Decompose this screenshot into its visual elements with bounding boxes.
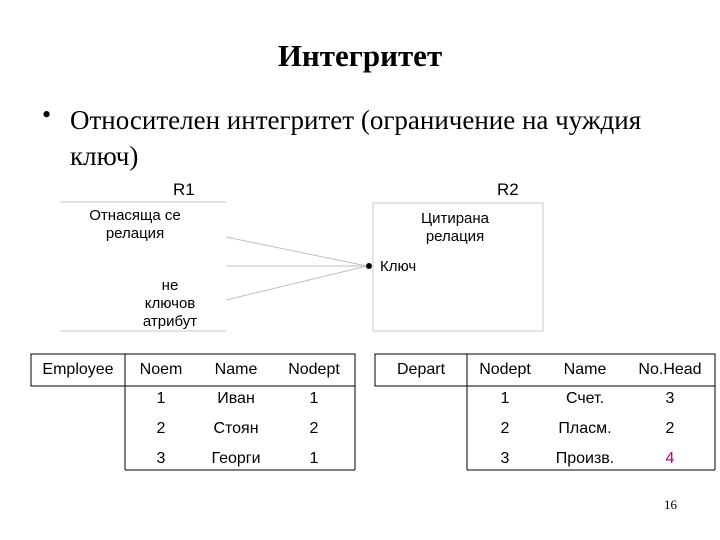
employee-cell: Георги: [211, 450, 261, 467]
depart-cell: 3: [665, 390, 675, 407]
employee-header-noem: Noem: [139, 361, 183, 378]
page-number: 16: [664, 497, 677, 512]
r1-relation-label: Отнасяща се релация: [89, 207, 181, 242]
depart-header-name: Name: [563, 361, 607, 378]
r2-relation-label: Цитирана релация: [420, 210, 490, 245]
depart-cell: 3: [500, 450, 510, 467]
employee-cell: Стоян: [213, 420, 259, 437]
employee-table-name: Employee: [42, 361, 114, 378]
depart-cell: 1: [500, 390, 510, 407]
employee-cell: 2: [309, 420, 319, 437]
bullet-text: Относителен интегритет (ограничение на ч…: [70, 105, 642, 171]
r2-box: [372, 202, 544, 332]
bullet-icon: •: [42, 100, 52, 129]
depart-cell: Произв.: [555, 450, 615, 467]
employee-cell: 1: [309, 390, 319, 407]
slide-title: Интегритет: [277, 38, 443, 73]
employee-cell: 2: [156, 420, 166, 437]
employee-cell: Иван: [217, 390, 255, 407]
arrow-bottom: [225, 265, 368, 301]
depart-cell: 2: [665, 420, 675, 437]
arrow-top: [225, 236, 368, 267]
key-point-icon: [366, 263, 372, 269]
depart-cell-highlight: 4: [665, 450, 675, 467]
r1-label: R1: [173, 180, 195, 199]
employee-cell: 1: [156, 390, 166, 407]
employee-header-nodept: Nodept: [288, 361, 340, 378]
r2-label: R2: [497, 180, 519, 199]
depart-header-nohead: No.Head: [638, 361, 702, 378]
depart-header-nodept: Nodept: [479, 361, 531, 378]
depart-cell: Пласм.: [558, 420, 612, 437]
depart-header-box: [466, 353, 716, 387]
employee-cell: 3: [156, 450, 166, 467]
employee-cell: 1: [309, 450, 319, 467]
r1-attribute-label: не ключов атрибут: [142, 277, 198, 330]
depart-cell: Счет.: [565, 390, 605, 407]
depart-table-name: Depart: [396, 361, 446, 378]
employee-header-box: [124, 353, 356, 387]
depart-cell: 2: [500, 420, 510, 437]
employee-header-name: Name: [214, 361, 258, 378]
r2-key-label: Ключ: [380, 258, 417, 275]
